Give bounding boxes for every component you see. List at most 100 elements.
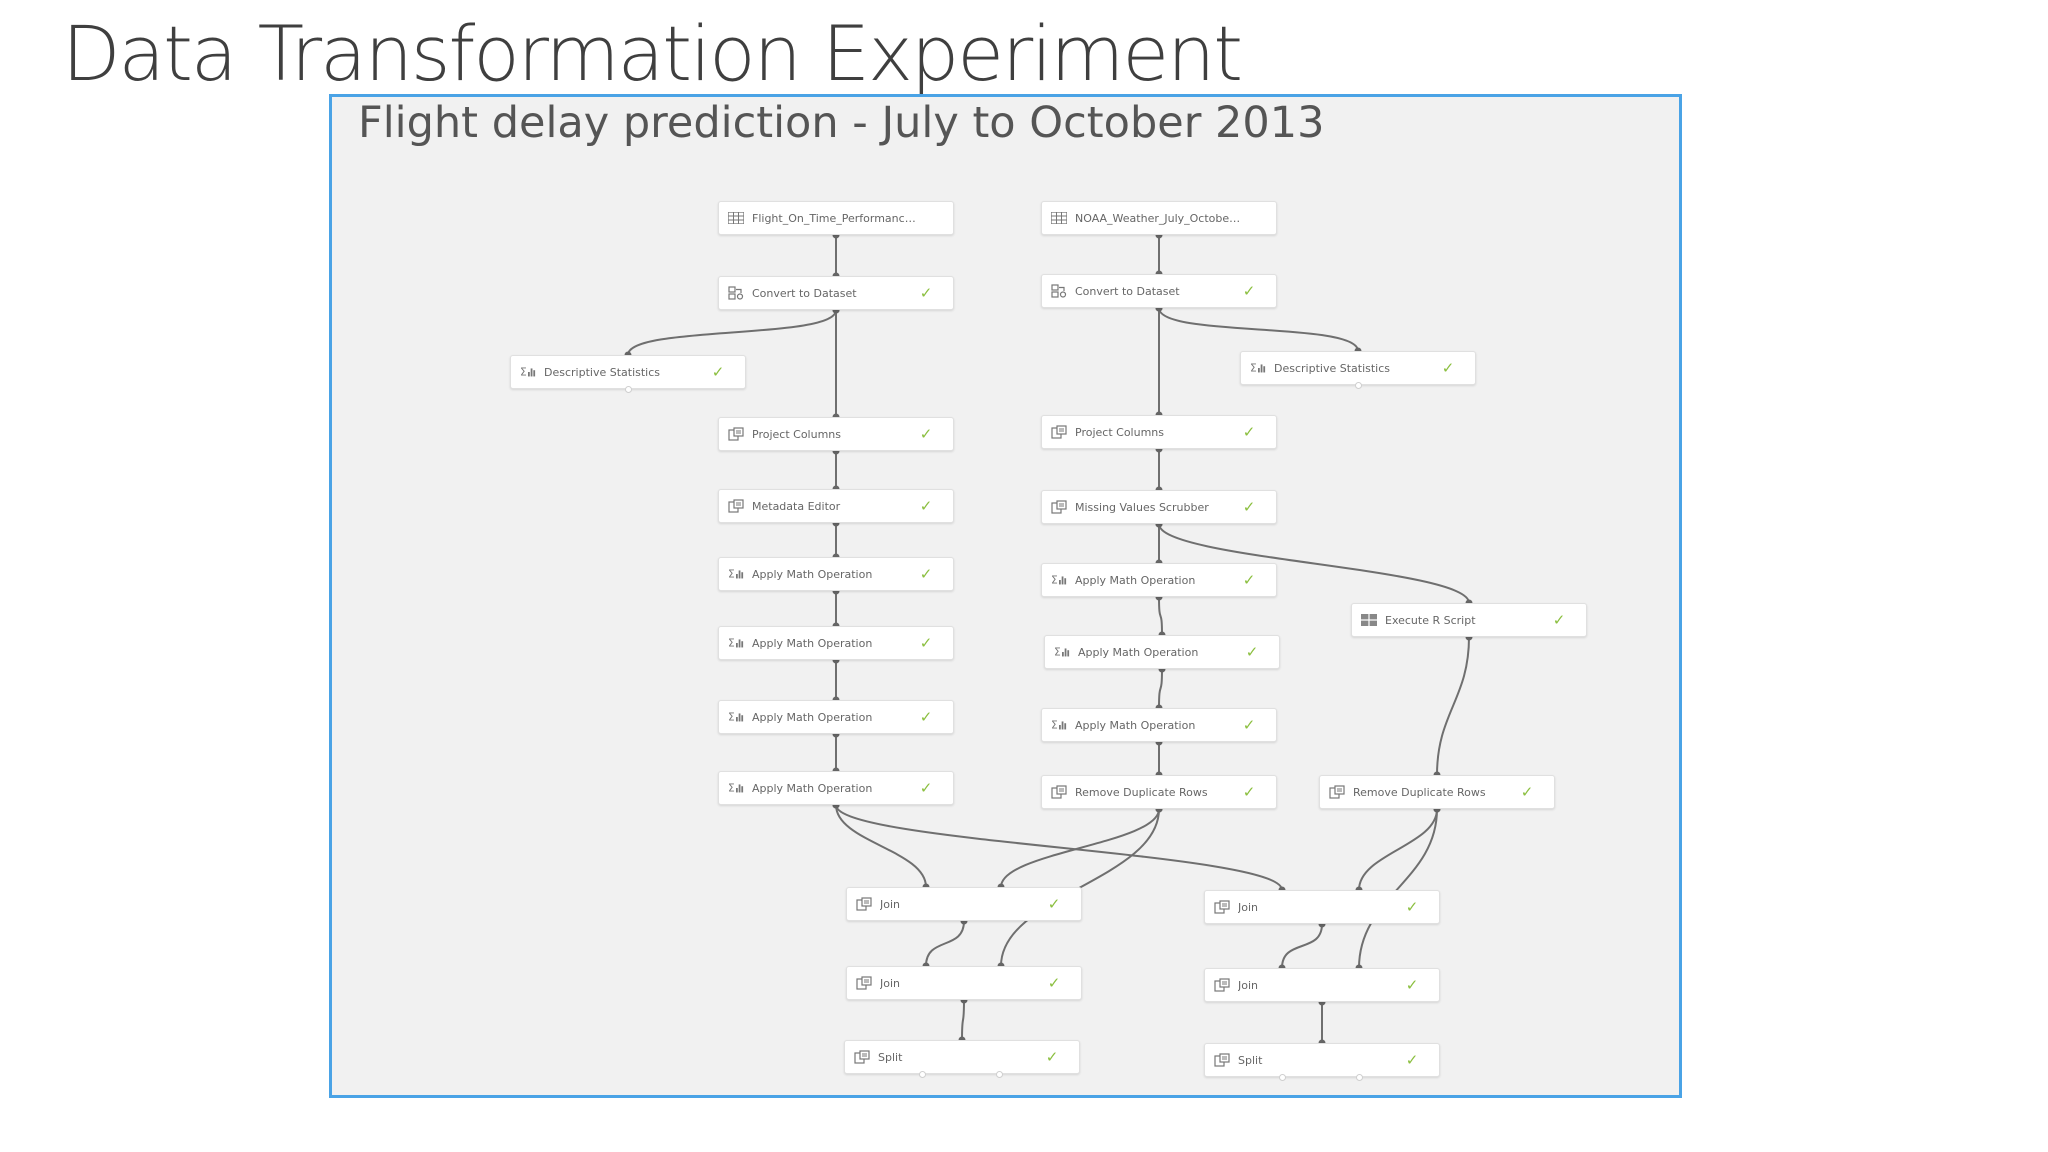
connection-math-l4-to-join-a1 [835, 804, 927, 888]
statistics-icon: Σ [1054, 645, 1070, 659]
checkmark-icon: ✓ [919, 779, 933, 797]
module-icon [1051, 500, 1067, 514]
checkmark-icon: ✓ [1242, 498, 1256, 516]
module-node-metadata-left[interactable]: Metadata Editor✓ [718, 489, 954, 523]
module-node-convert-right[interactable]: Convert to Dataset✓ [1041, 274, 1277, 308]
module-label: Remove Duplicate Rows [1075, 785, 1208, 799]
svg-text:Σ: Σ [728, 568, 735, 581]
module-label: Apply Math Operation [1078, 645, 1199, 659]
module-label: Execute R Script [1385, 613, 1476, 627]
connection-math-r1-to-math-r2 [1158, 596, 1163, 636]
svg-text:Σ: Σ [728, 782, 735, 795]
module-node-math-l1[interactable]: Σ Apply Math Operation ✓ [718, 557, 954, 591]
module-label: Metadata Editor [752, 499, 841, 513]
module-label: NOAA_Weather_July_October_... [1075, 211, 1243, 225]
module-icon [1051, 425, 1067, 439]
checkmark-icon: ✓ [1242, 571, 1256, 589]
svg-text:Σ: Σ [1054, 646, 1061, 659]
rscript-icon [1361, 613, 1377, 627]
module-label: Project Columns [1075, 425, 1164, 439]
module-icon [1051, 785, 1067, 799]
connection-dedup-right-to-join-b1 [1358, 808, 1438, 891]
convert-icon [728, 286, 744, 300]
output-port[interactable] [624, 385, 632, 393]
experiment-title: Flight delay prediction - July to Octobe… [358, 98, 1325, 148]
checkmark-icon: ✓ [1552, 611, 1566, 629]
connection-scrubber-right-to-rscript [1158, 523, 1470, 604]
module-label: Join [1238, 978, 1259, 992]
module-node-scrubber-right[interactable]: Missing Values Scrubber ✓ [1041, 490, 1277, 524]
module-label: Apply Math Operation [1075, 573, 1196, 587]
module-node-rscript[interactable]: Execute R Script ✓ [1351, 603, 1587, 637]
checkmark-icon: ✓ [711, 363, 725, 381]
module-label: Descriptive Statistics [1274, 361, 1391, 375]
statistics-icon: Σ [1051, 573, 1067, 587]
module-icon [1329, 785, 1345, 799]
output-port[interactable] [918, 1070, 926, 1078]
connection-dedup-mid-to-join-a1 [1000, 808, 1160, 888]
module-label: Project Columns [752, 427, 841, 441]
connection-math-l4-to-join-b1 [835, 804, 1283, 891]
module-node-math-l4[interactable]: Σ Apply Math Operation ✓ [718, 771, 954, 805]
convert-icon [1051, 284, 1067, 298]
output-port[interactable] [1278, 1073, 1286, 1081]
checkmark-icon: ✓ [1405, 1051, 1419, 1069]
module-label: Join [880, 897, 901, 911]
module-label: Apply Math Operation [752, 781, 873, 795]
checkmark-icon: ✓ [1242, 716, 1256, 734]
module-node-math-r3[interactable]: Σ Apply Math Operation ✓ [1041, 708, 1277, 742]
module-node-math-r2[interactable]: Σ Apply Math Operation ✓ [1044, 635, 1280, 669]
checkmark-icon: ✓ [1405, 976, 1419, 994]
checkmark-icon: ✓ [1245, 643, 1259, 661]
slide-title: Data Transformation Experiment [62, 9, 1243, 98]
module-node-math-r1[interactable]: Σ Apply Math Operation ✓ [1041, 563, 1277, 597]
module-node-dedup-right[interactable]: Remove Duplicate Rows✓ [1319, 775, 1555, 809]
module-node-join-b1[interactable]: Join✓ [1204, 890, 1440, 924]
module-node-dedup-mid[interactable]: Remove Duplicate Rows ✓ [1041, 775, 1277, 809]
module-node-convert-left[interactable]: Convert to Dataset✓ [718, 276, 954, 310]
svg-text:Σ: Σ [728, 711, 735, 724]
statistics-icon: Σ [728, 710, 744, 724]
connection-dedup-right-to-join-b2 [1358, 808, 1438, 969]
checkmark-icon: ✓ [919, 708, 933, 726]
module-label: Descriptive Statistics [544, 365, 661, 379]
checkmark-icon: ✓ [919, 565, 933, 583]
module-icon [856, 976, 872, 990]
output-port[interactable] [995, 1070, 1003, 1078]
module-node-weather-data[interactable]: NOAA_Weather_July_October_... [1041, 201, 1277, 235]
svg-text:Σ: Σ [1250, 362, 1257, 375]
module-node-split-a[interactable]: Split✓ [844, 1040, 1080, 1074]
module-node-project-left[interactable]: Project Columns✓ [718, 417, 954, 451]
module-label: Apply Math Operation [752, 567, 873, 581]
connection-join-b1-to-join-b2 [1281, 923, 1323, 969]
module-icon [728, 499, 744, 513]
module-label: Apply Math Operation [1075, 718, 1196, 732]
module-label: Missing Values Scrubber [1075, 500, 1209, 514]
statistics-icon: Σ [1051, 718, 1067, 732]
svg-text:Σ: Σ [1051, 574, 1058, 587]
module-node-join-a1[interactable]: Join✓ [846, 887, 1082, 921]
module-icon [1214, 1053, 1230, 1067]
output-port[interactable] [1355, 1073, 1363, 1081]
connection-rscript-to-dedup-right [1436, 636, 1470, 776]
statistics-icon: Σ [1250, 361, 1266, 375]
experiment-canvas[interactable] [329, 94, 1682, 1098]
statistics-icon: Σ [520, 365, 536, 379]
module-label: Convert to Dataset [1075, 284, 1180, 298]
checkmark-icon: ✓ [1242, 783, 1256, 801]
module-node-join-b2[interactable]: Join ✓ [1204, 968, 1440, 1002]
module-label: Join [1238, 900, 1259, 914]
connection-math-r2-to-math-r3 [1158, 668, 1163, 709]
module-node-join-a2[interactable]: Join✓ [846, 966, 1082, 1000]
module-label: Flight_On_Time_Performance... [752, 211, 920, 225]
dataset-icon [1051, 211, 1067, 225]
module-node-stats-left[interactable]: Σ Descriptive Statistics ✓ [510, 355, 746, 389]
connection-convert-right-to-stats-right [1158, 307, 1359, 352]
module-node-project-right[interactable]: Project Columns✓ [1041, 415, 1277, 449]
output-port[interactable] [1354, 381, 1362, 389]
module-node-flight-data[interactable]: Flight_On_Time_Performance... [718, 201, 954, 235]
module-node-split-b[interactable]: Split✓ [1204, 1043, 1440, 1077]
